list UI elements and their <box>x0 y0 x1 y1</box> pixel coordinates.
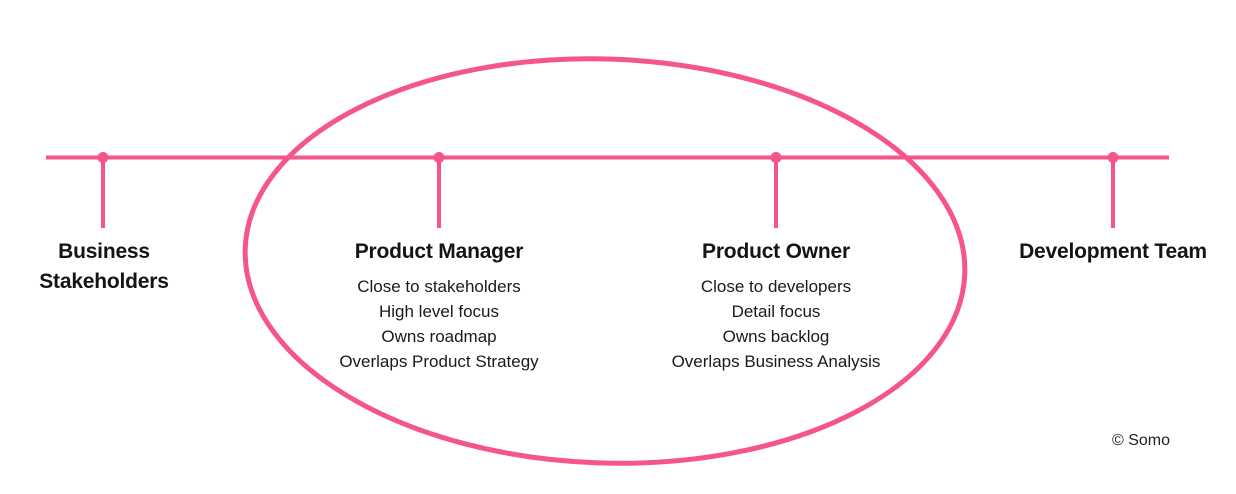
dot-business-stakeholders-icon <box>97 152 109 163</box>
timeline-item-details: Close to developers Detail focus Owns ba… <box>636 274 916 374</box>
timeline-item-product-owner: Product Owner Close to developers Detail… <box>636 237 916 374</box>
dot-development-team-icon <box>1107 152 1119 163</box>
detail-line: Owns roadmap <box>381 327 497 346</box>
dot-product-manager-icon <box>433 152 445 163</box>
dot-product-owner-icon <box>770 152 782 163</box>
timeline-item-product-manager: Product Manager Close to stakeholders Hi… <box>299 237 579 374</box>
detail-line: High level focus <box>378 302 499 321</box>
detail-line: Detail focus <box>731 302 821 321</box>
timeline-item-details: Close to stakeholders High level focus O… <box>299 274 579 374</box>
detail-line: Owns backlog <box>722 327 830 346</box>
detail-line: Overlaps Product Strategy <box>339 352 539 371</box>
timeline-item-title: Product Owner <box>702 240 850 263</box>
copyright-label: © Somo <box>1112 432 1171 449</box>
detail-line: Overlaps Business Analysis <box>671 352 881 371</box>
detail-line: Close to stakeholders <box>357 277 521 296</box>
timeline-item-development-team: Development Team <box>1016 237 1211 274</box>
detail-line: Close to developers <box>700 277 852 296</box>
timeline-item-business-stakeholders: Business Stakeholders <box>0 237 209 304</box>
timeline-item-title: Business Stakeholders <box>39 240 169 293</box>
timeline-item-title: Development Team <box>1019 240 1207 263</box>
timeline-item-title: Product Manager <box>354 240 524 263</box>
highlight-ellipse <box>242 56 968 466</box>
